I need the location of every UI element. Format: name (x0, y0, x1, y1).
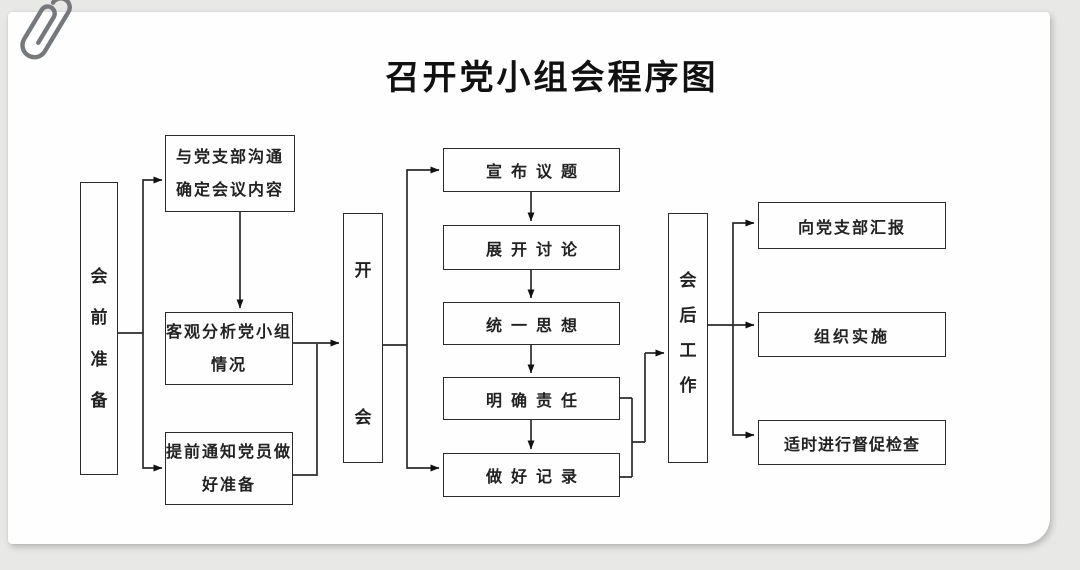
step-start-discussion-box: 展开讨论 (443, 225, 620, 270)
line-notify-merge (293, 344, 318, 476)
stage-label-char: 工 (679, 341, 697, 360)
step-supervise-check-box: 适时进行督促检查 (758, 420, 946, 465)
arrow-to-records (406, 345, 440, 472)
step-communicate-branch-box: 与党支部沟通 确定会议内容 (165, 135, 295, 212)
arrow-to-communicate (142, 176, 163, 333)
step-notify-members-box: 提前通知党员做 好准备 (165, 432, 293, 505)
paperclip-icon (20, 0, 72, 60)
step-unify-thinking-box: 统一思想 (443, 302, 620, 345)
stage-label-char: 备 (90, 391, 108, 411)
step-announce-agenda-box: 宣布议题 (443, 148, 620, 192)
stage-pre-meeting-box: 会前准备 (80, 182, 118, 475)
stage-meeting-box: 开会 (343, 213, 383, 463)
stage-label-char: 前 (90, 308, 108, 328)
stage-post-meeting-box: 会后工作 (668, 213, 708, 463)
step-clarify-responsibility-box: 明确责任 (443, 377, 620, 420)
stage-label-char: 作 (679, 376, 697, 395)
stage-label-char: 会 (679, 271, 697, 290)
step-analyze-group-box: 客观分析党小组 情况 (165, 312, 293, 385)
step-keep-records-box: 做好记录 (443, 453, 620, 497)
diagram-title: 召开党小组会程序图 (385, 59, 719, 97)
stage-label-char: 开 (354, 261, 372, 280)
stage-label-char: 后 (679, 306, 697, 325)
line-post-merge (620, 353, 646, 478)
flow-arrows (118, 166, 755, 478)
arrow-to-report (732, 219, 755, 325)
step-organize-implement-box: 组织实施 (758, 312, 946, 357)
stage-label-char: 会 (90, 266, 108, 286)
arrow-to-notify (142, 333, 163, 472)
stage-label-char: 会 (354, 408, 372, 427)
arrow-to-announce (406, 166, 440, 345)
step-report-to-branch-box: 向党支部汇报 (758, 202, 946, 249)
stage-label-char: 准 (90, 349, 108, 369)
arrow-to-supervise (732, 325, 755, 439)
